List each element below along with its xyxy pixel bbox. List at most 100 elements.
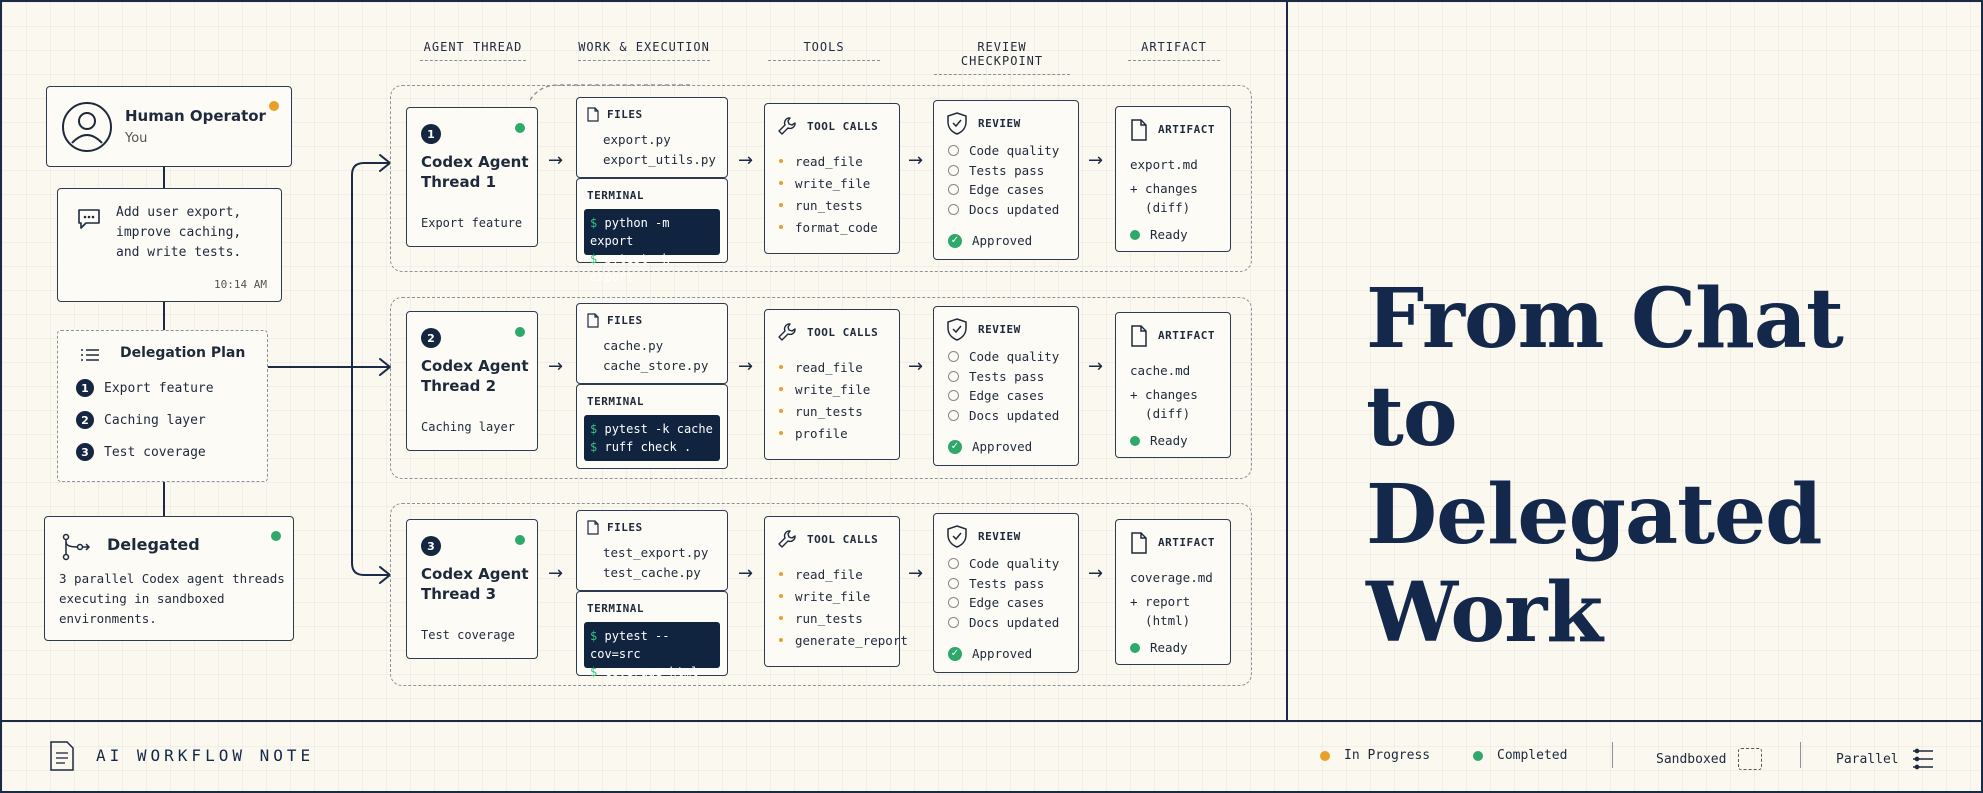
review-label: REVIEW [978,323,1021,336]
review-item[interactable]: Tests pass [948,367,1059,387]
plan-item-number: 3 [76,443,94,461]
shield-check-icon [947,112,967,135]
review-item[interactable]: Docs updated [948,406,1059,426]
review-item[interactable]: Code quality [948,347,1059,367]
thread-number: 3 [421,536,441,556]
review-item[interactable]: Docs updated [948,613,1059,633]
review-item[interactable]: Tests pass [948,574,1059,594]
approved-status: ✓Approved [948,233,1032,248]
review-item[interactable]: Docs updated [948,200,1059,220]
tool-item: read_file [779,563,908,585]
files-list: test_export.py test_cache.py [603,543,708,583]
message-timestamp: 10:14 AM [214,278,267,291]
review-panel: REVIEW Code quality Tests pass Edge case… [933,306,1079,466]
review-item[interactable]: Tests pass [948,161,1059,181]
review-item[interactable]: Edge cases [948,593,1059,613]
files-label: FILES [607,521,643,534]
artifact-file[interactable]: export.md [1130,157,1198,172]
arrow-right-icon: → [1088,563,1104,584]
thread-number: 2 [421,328,441,348]
user-avatar-icon [62,102,112,152]
review-item[interactable]: Edge cases [948,180,1059,200]
review-panel: REVIEW Code quality Tests pass Edge case… [933,513,1079,673]
tool-item: generate_report [779,629,908,651]
file-name[interactable]: test_cache.py [603,565,701,580]
terminal-label: TERMINAL [587,602,644,615]
tool-calls-label: TOOL CALLS [807,533,879,546]
completed-dot [515,535,525,545]
file-name[interactable]: test_export.py [603,545,709,560]
artifact-label: ARTIFACT [1158,536,1215,549]
review-item[interactable]: Code quality [948,141,1059,161]
wrench-icon [778,323,796,341]
review-item[interactable]: Edge cases [948,386,1059,406]
review-label: REVIEW [978,530,1021,543]
tool-item: run_tests [779,194,878,216]
thread-row-3 [390,503,1252,686]
arrow-right-icon: → [548,356,564,377]
footer-divider [0,720,1983,722]
plan-item: 3 Test coverage [76,443,206,461]
terminal-panel: TERMINAL $ pytest -k cache $ ruff check … [576,384,728,469]
terminal-command: pytest --cov=src [590,629,670,661]
completed-dot [271,531,281,541]
approved-status: ✓Approved [948,439,1032,454]
review-item[interactable]: Code quality [948,554,1059,574]
delegated-description: 3 parallel Codex agent threads executing… [59,571,285,626]
footer-title: AI WORKFLOW NOTE [96,746,315,765]
file-icon [587,520,599,535]
terminal-command: pytest -k cache [604,422,713,436]
thread-row-1-tab [530,84,690,101]
human-operator-card: Human Operator You [46,86,292,167]
files-list: export.py export_utils.py [603,130,716,170]
in-progress-dot [269,101,279,111]
tool-calls-panel: TOOL CALLS read_file write_file run_test… [764,309,900,460]
operator-subtitle: You [125,131,148,146]
legend-separator [1612,742,1613,768]
vertical-divider [1286,0,1288,721]
check-icon: ✓ [948,646,962,661]
thread-title: Codex Agent Thread 3 [421,565,529,603]
tool-list: read_file write_file run_tests generate_… [779,563,908,651]
hero-title: From Chat to Delegated Work [1366,270,1946,662]
thread-card-2[interactable]: 2 Codex Agent Thread 2 Caching layer [406,311,538,451]
thread-task: Export feature [421,216,523,230]
thread-card-1[interactable]: 1 Codex Agent Thread 1 Export feature [406,107,538,247]
thread-row-2 [390,297,1252,479]
artifact-label: ARTIFACT [1158,123,1215,136]
chat-bubble-icon [78,209,100,229]
tool-item: profile [779,422,870,444]
file-name[interactable]: export.py [603,132,671,147]
git-branch-icon [62,533,91,561]
tool-item: format_code [779,216,878,238]
artifact-changes: + changes (diff) [1130,387,1198,421]
document-icon [1131,119,1147,141]
arrow-right-icon: → [908,356,924,377]
document-icon [1131,532,1147,554]
completed-dot [515,327,525,337]
plan-item-number: 1 [76,379,94,397]
terminal-command: python -m export [590,216,670,248]
files-label: FILES [607,314,643,327]
file-icon [587,107,599,122]
review-panel: REVIEW Code quality Tests pass Edge case… [933,100,1079,260]
check-icon: ✓ [948,439,962,454]
files-list: cache.py cache_store.py [603,336,708,376]
file-name[interactable]: cache.py [603,338,664,353]
review-label: REVIEW [978,117,1021,130]
artifact-file[interactable]: coverage.md [1130,570,1213,585]
thread-card-3[interactable]: 3 Codex Agent Thread 3 Test coverage [406,519,538,659]
files-panel: FILES test_export.py test_cache.py [576,510,728,591]
thread-title: Codex Agent Thread 1 [421,153,529,191]
plan-item-label: Caching layer [104,412,206,428]
legend-sandboxed: Sandboxed [1656,748,1763,770]
message-text: Add user export, improve caching, and wr… [116,205,242,260]
file-name[interactable]: export_utils.py [603,152,716,167]
file-name[interactable]: cache_store.py [603,358,709,373]
terminal-label: TERMINAL [587,189,644,202]
arrow-right-icon: → [738,356,754,377]
artifact-file[interactable]: cache.md [1130,363,1191,378]
shield-check-icon [947,525,967,548]
terminal-output: $ python -m export $ pytest -k export [584,209,720,284]
terminal-output: $ pytest --cov=src $ coverage html [584,622,720,679]
